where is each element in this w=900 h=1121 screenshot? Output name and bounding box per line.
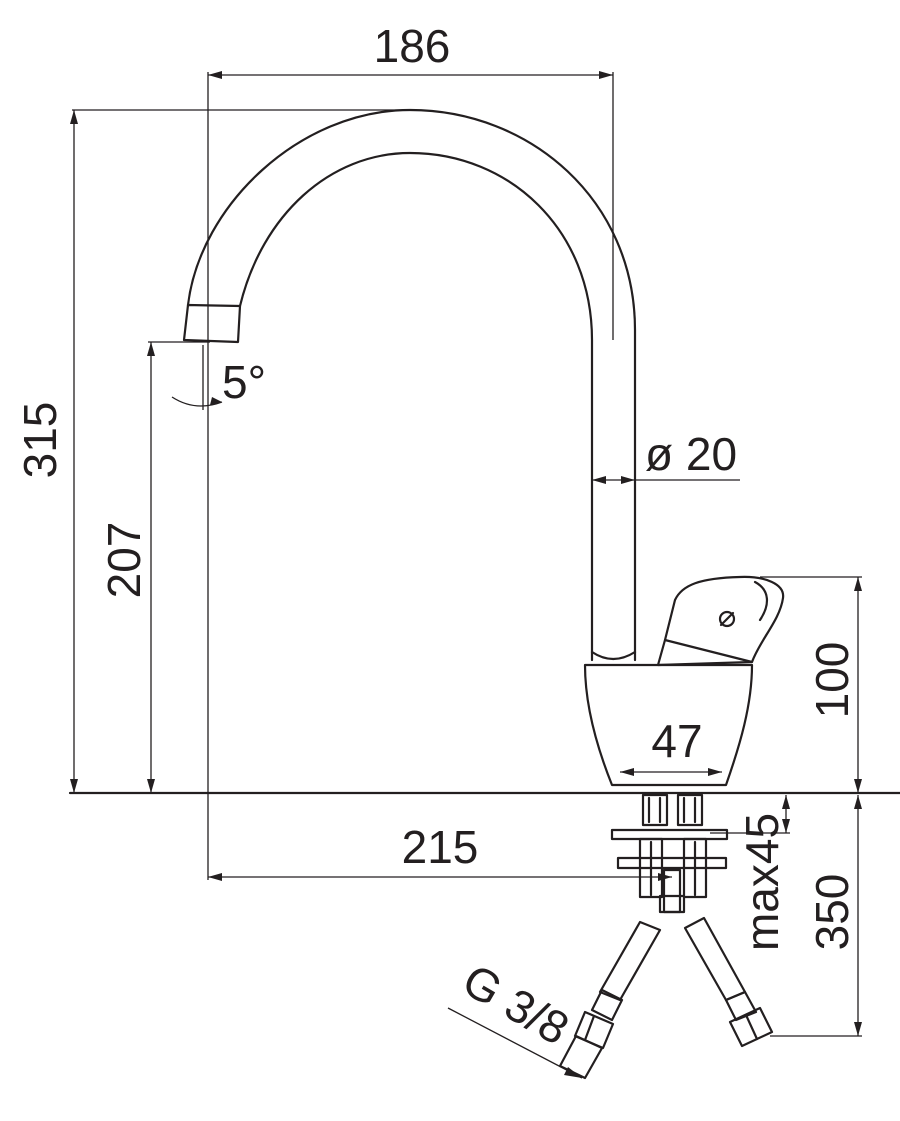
hose-left	[558, 920, 662, 1080]
hose-left-fitting	[558, 1034, 604, 1080]
rod-top-right	[676, 793, 704, 827]
label-reach: 215	[402, 821, 479, 873]
dim-tube-diameter	[592, 476, 740, 484]
hose-left-crimp	[590, 988, 624, 1022]
label-angle: 5°	[222, 356, 266, 408]
central-nut	[658, 894, 686, 914]
dim-angle	[171, 345, 223, 410]
label-thread: G 3/8	[454, 953, 577, 1054]
hose-right	[683, 916, 774, 1048]
label-width-top: 186	[374, 20, 451, 72]
lever-inner-curve	[753, 580, 768, 622]
label-base-diameter: 47	[651, 715, 702, 767]
base-body	[583, 663, 754, 787]
lever-bolt-slot	[719, 611, 735, 627]
hose-right-crimp	[724, 990, 758, 1022]
label-spout-height: 207	[98, 522, 150, 599]
dim-hose-length	[770, 795, 862, 1037]
label-max-thickness: max45	[736, 813, 788, 951]
aerator-nozzle	[182, 303, 242, 344]
hose-right-nut-edge	[744, 1013, 759, 1041]
dim-total-height	[70, 109, 410, 793]
dim-max-thickness	[710, 795, 790, 834]
lever-handle	[656, 575, 785, 667]
tube-ring	[590, 650, 637, 661]
dim-thread	[447, 1007, 583, 1079]
label-total-height: 315	[14, 402, 66, 479]
mounting-kit	[610, 793, 729, 914]
dim-width-top	[207, 71, 614, 880]
hose-left-tube	[598, 920, 662, 1002]
dim-spout-height	[147, 341, 210, 793]
lever-band	[663, 638, 754, 664]
washer-plate	[610, 828, 729, 841]
nut-bar	[616, 856, 728, 870]
dim-base-diameter	[620, 768, 722, 776]
hose-left-nut-edge	[583, 1014, 596, 1042]
spout-outer-curve	[186, 108, 637, 662]
faucet-body	[68, 108, 900, 795]
lever-bolt	[718, 610, 736, 628]
label-hose-length: 350	[806, 874, 858, 951]
rod-top-left	[641, 793, 669, 827]
hose-right-nut	[728, 1006, 774, 1048]
label-tube-diameter: ø 20	[645, 428, 737, 480]
spout-inner-curve	[238, 151, 594, 662]
label-lever-height: 100	[806, 642, 858, 719]
dim-lever-height	[760, 576, 862, 793]
dim-reach	[208, 873, 672, 881]
